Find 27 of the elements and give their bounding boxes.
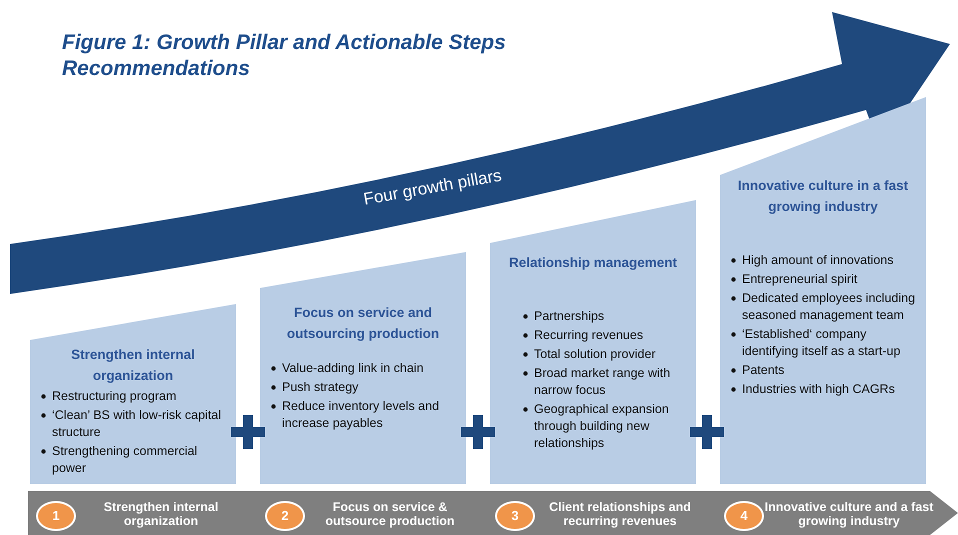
bullet-item: Push strategy	[282, 380, 358, 394]
pillar-heading: Strengthen internal organization	[70, 346, 196, 385]
bullet-item: Dedicated employees including seasoned management team	[742, 291, 916, 322]
bullet-item: ‘Established‘ company identifying itself as a start-up	[742, 327, 900, 358]
step-label: Strengthen internal organization	[102, 500, 220, 528]
bullet-item: Entrepreneurial spirit	[742, 272, 858, 286]
bullet-item: Industries with high CAGRs	[742, 382, 895, 396]
bullet-item: Recurring revenues	[534, 328, 644, 342]
figure-title: Figure 1: Growth Pillar and Actionable Steps Recommendations	[62, 30, 507, 82]
bullet-item: Reduce inventory levels and increase payables	[282, 399, 440, 430]
bullet-item: Broad market range with narrow focus	[534, 366, 670, 397]
bullet-item: Restructuring program	[52, 389, 176, 403]
pillar-heading: Innovative culture in a fast growing industry	[736, 177, 910, 216]
bullet-item: Geographical expansion through building new relationships	[534, 402, 669, 450]
arrow-label: Four growth pillars	[362, 166, 504, 210]
step-label: Client relationships and recurring revenues	[548, 500, 692, 528]
bullet-item: High amount of innovations	[742, 253, 894, 267]
bullet-item: Partnerships	[534, 309, 604, 323]
step-label: Innovative culture and a fast growing industry	[764, 500, 934, 528]
bullet-item: Strengthening commercial power	[52, 444, 198, 475]
bullet-item: ‘Clean’ BS with low-risk capital structure	[52, 408, 222, 439]
bullet-item: Total solution provider	[534, 347, 656, 361]
pillar-heading: Focus on service and outsourcing production	[286, 304, 440, 343]
bullet-item: Patents	[742, 363, 784, 377]
bullet-item: Value-adding link in chain	[282, 361, 424, 375]
pillar-heading: Relationship management	[508, 254, 678, 272]
step-label: Focus on service & outsource production	[324, 500, 456, 528]
